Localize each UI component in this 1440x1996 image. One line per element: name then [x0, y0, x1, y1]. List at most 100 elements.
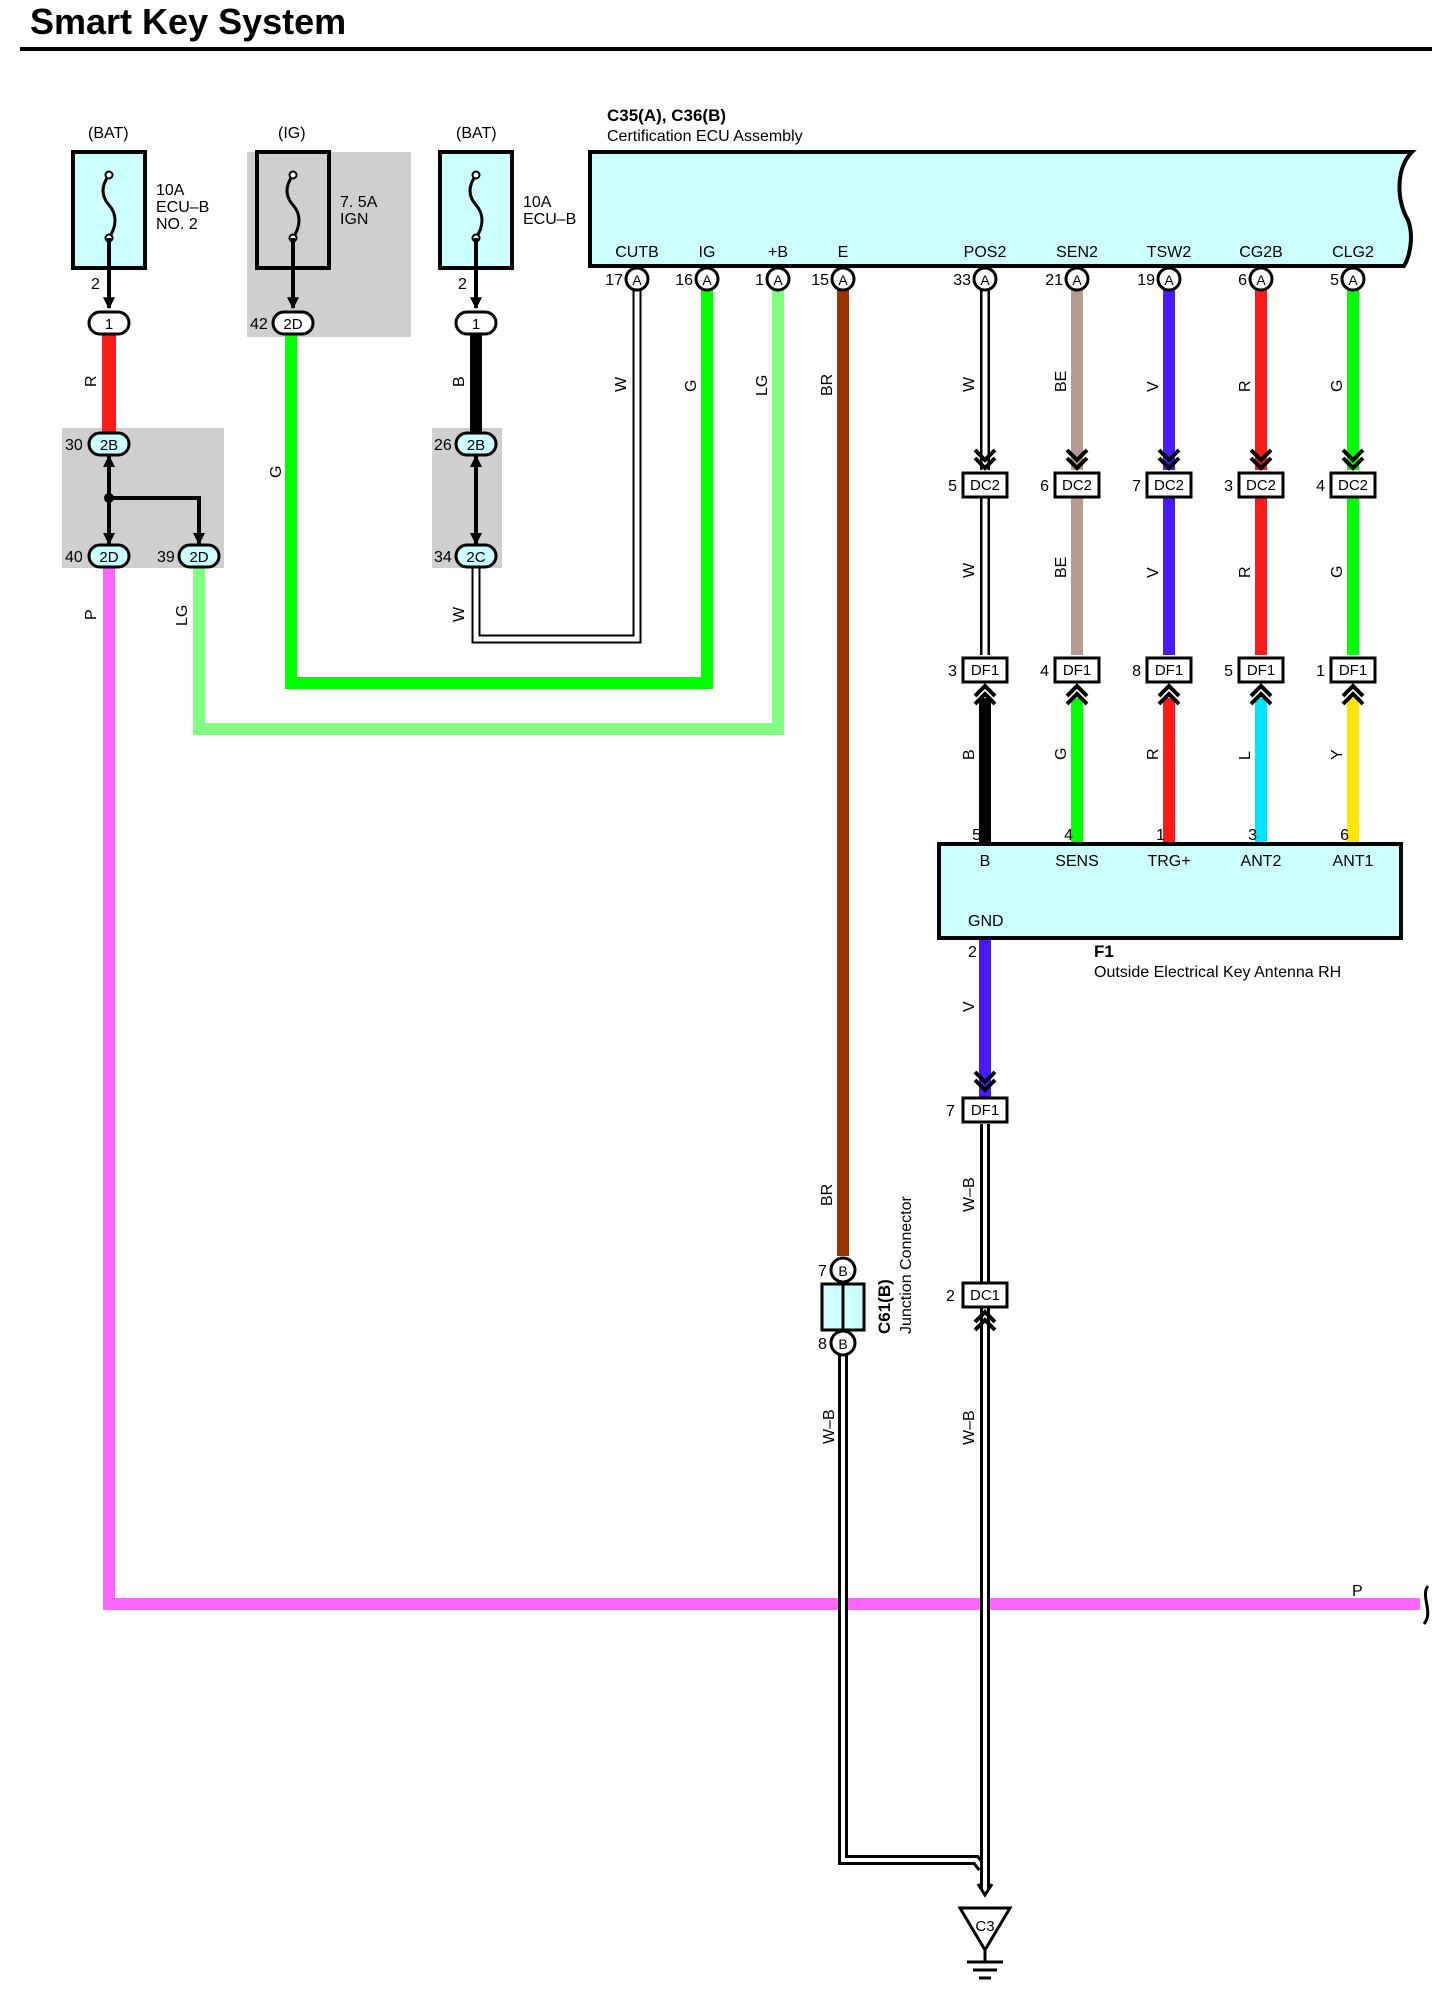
ecu-terminal-pin: 19 — [1137, 272, 1155, 289]
antenna-name: Outside Electrical Key Antenna RH — [1094, 964, 1341, 981]
ecu-terminal-connector: A — [980, 272, 990, 288]
connector-2b-left-pin: 30 — [65, 437, 83, 454]
ecu-terminal-name: CUTB — [615, 244, 659, 261]
df1-arrow-icon — [973, 691, 997, 706]
fuse3-rating: 10A — [523, 194, 552, 211]
connector-df1-pin: 8 — [1132, 663, 1141, 680]
connector-df1 — [1329, 656, 1377, 684]
connector-dc2-pin: 6 — [1040, 478, 1049, 495]
ecu-terminal — [830, 266, 856, 292]
wire-label-plus-b: LG — [754, 375, 771, 396]
ground-symbol-icon — [957, 1883, 1013, 1980]
jc-code: C61(B) — [875, 1279, 894, 1334]
antenna-terminal-name: TRG+ — [1147, 853, 1190, 870]
wire-label-upper: BE — [1053, 371, 1070, 392]
connector-2b-right — [454, 431, 498, 457]
wire-label-upper: R — [1237, 380, 1254, 392]
df1-arrow-icon — [1249, 683, 1273, 698]
connector-df1-pin: 3 — [948, 663, 957, 680]
connector-2d-39-label: 2D — [189, 549, 208, 566]
jb-right-splice — [470, 455, 482, 545]
connector-df1-label: DF1 — [1339, 662, 1367, 679]
wire-label-w-jb: W — [451, 606, 468, 622]
ecu-box — [588, 150, 1417, 268]
antenna-box — [937, 842, 1403, 940]
connector-2b-right-pin: 26 — [434, 437, 452, 454]
fuse1-source: (BAT) — [88, 125, 129, 142]
antenna-code: F1 — [1094, 942, 1114, 961]
jc-bottom-pin: 8 — [818, 1336, 827, 1353]
ecu-terminal-name: POS2 — [964, 244, 1007, 261]
connector-2d-39-pin: 39 — [157, 549, 175, 566]
page-title: Smart Key System — [30, 1, 346, 42]
wire-label-upper: W — [961, 376, 978, 392]
gnd-df1-arrows — [973, 1070, 997, 1093]
fuse2-source: (IG) — [278, 125, 306, 142]
fuse1-name: ECU–B — [156, 199, 209, 216]
ecu-terminal-name: IG — [699, 244, 716, 261]
connector-2c-label: 2C — [466, 549, 485, 566]
jc-bottom-terminal — [829, 1329, 857, 1357]
wire-label-e-lower: BR — [819, 1184, 836, 1206]
fuse2-name: IGN — [340, 211, 368, 228]
connector-dc2 — [961, 471, 1009, 499]
ecu-terminal-connector: A — [1164, 272, 1174, 288]
jc-top-terminal — [829, 1256, 857, 1284]
wire-label-cutb: W — [613, 376, 630, 392]
wire-label-middle: V — [1145, 567, 1162, 578]
jc-top-pin: 7 — [818, 1263, 827, 1280]
connector-dc2-pin: 5 — [948, 478, 957, 495]
ground-point-label: C3 — [975, 1918, 994, 1935]
connector-df1 — [1053, 656, 1101, 684]
ecu-terminal — [1064, 266, 1090, 292]
ecu-terminal-name: CLG2 — [1332, 244, 1374, 261]
connector-df1-pin: 4 — [1040, 663, 1049, 680]
df1-arrow-icon — [1157, 683, 1181, 698]
connector-dc1 — [961, 1281, 1009, 1309]
antenna-terminal-name: ANT2 — [1241, 853, 1282, 870]
connector-dc2 — [1237, 471, 1285, 499]
ecu-terminal — [765, 266, 791, 292]
ecu-terminal-connector: A — [1072, 272, 1082, 288]
connector-dc2-label: DC2 — [1154, 477, 1184, 494]
fuse3-outlet-label: 1 — [472, 316, 480, 333]
df1-arrow-icon — [1341, 683, 1365, 698]
wire-label-g: G — [268, 466, 285, 478]
ecu-terminal — [624, 266, 650, 292]
fuse1-outlet-label: 1 — [105, 316, 113, 333]
connector-df1 — [1145, 656, 1193, 684]
ecu-terminal-connector: A — [1256, 272, 1266, 288]
ecu-terminal-connector: A — [1348, 272, 1358, 288]
df1-arrow-icon — [1341, 691, 1365, 706]
ecu-terminal-name: +B — [768, 244, 788, 261]
connector-df1 — [1237, 656, 1285, 684]
wire-label-jc-wb: W–B — [821, 1409, 838, 1444]
dc2-arrow-icon — [1157, 456, 1181, 471]
fuse-ecu-b — [438, 150, 514, 310]
wire-label-gnd-wb-lower: W–B — [961, 1410, 978, 1445]
antenna-terminal-pin: 6 — [1340, 827, 1349, 844]
fuse3-name: ECU–B — [523, 211, 576, 228]
ecu-terminal-name: SEN2 — [1056, 244, 1098, 261]
ecu-terminal-pin: 5 — [1330, 272, 1339, 289]
dc2-arrow-icon — [1157, 448, 1181, 463]
connector-2b-left — [87, 431, 131, 457]
antenna-terminal-pin: 1 — [1156, 827, 1165, 844]
fuse-ecu-b-no2 — [71, 150, 147, 310]
ecu-code: C35(A), C36(B) — [607, 106, 726, 125]
dc2-arrow-icon — [1341, 448, 1365, 463]
ecu-terminal-connector: A — [702, 272, 712, 288]
wire-label-lower: G — [1053, 748, 1070, 760]
connector-dc2-label: DC2 — [1246, 477, 1276, 494]
fuse2-outlet-connector — [271, 310, 315, 336]
wire-label-b: B — [451, 376, 468, 387]
connector-2b-left-label: 2B — [100, 437, 118, 454]
jc-top-terminal-label: B — [838, 1263, 847, 1279]
fuse2-rating: 7. 5A — [340, 194, 378, 211]
fuse3-pin: 2 — [458, 276, 467, 293]
ecu-terminal — [1156, 266, 1182, 292]
connector-dc2-pin: 3 — [1224, 478, 1233, 495]
wire-label-ig: G — [683, 380, 700, 392]
wire-label-p: P — [83, 609, 100, 620]
